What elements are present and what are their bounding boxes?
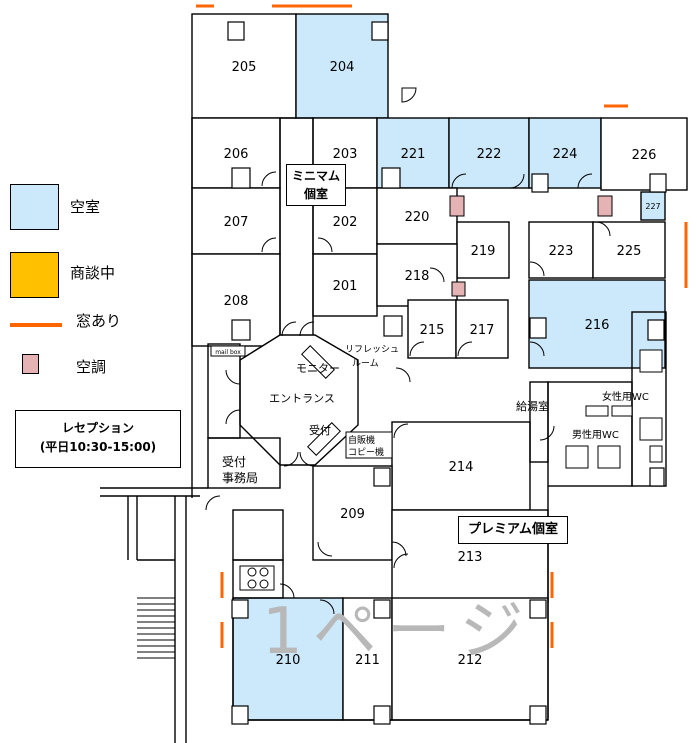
room-label-207: 207 <box>224 215 249 230</box>
legend-vacant-label: 空室 <box>70 198 101 216</box>
room-label-212: 212 <box>458 653 483 668</box>
room-label-213: 213 <box>458 550 483 565</box>
room-label-203: 203 <box>333 147 358 162</box>
mailbox <box>210 345 246 357</box>
legend-negotiating-label: 商談中 <box>70 264 116 282</box>
room-226 <box>600 117 688 191</box>
legend-window-label: 窓あり <box>76 312 122 330</box>
refresh-label-1: リフレッシュ <box>345 345 399 355</box>
room-219 <box>456 221 510 279</box>
vending-box <box>345 431 393 459</box>
reception-sign: レセプション (平日10:30-15:00) <box>15 410 181 468</box>
minimum-room-sign: ミニマム 個室 <box>286 164 346 206</box>
vending-label-1: 自販機 <box>348 434 375 446</box>
room-label-226: 226 <box>632 148 657 163</box>
pillars <box>227 21 667 725</box>
premium-room-sign: プレミアム個室 <box>458 516 568 544</box>
reception-desk-label: 受付 <box>309 424 331 437</box>
room-217 <box>455 299 509 359</box>
minimum-sign-line1: ミニマム <box>291 169 340 183</box>
room-label-221: 221 <box>401 147 426 162</box>
room-212 <box>391 597 549 721</box>
toilet-fixtures <box>565 349 663 469</box>
mens-wc-label: 男性用WC <box>572 428 619 441</box>
reception-sign-hours: (平日10:30-15:00) <box>39 440 157 454</box>
windows <box>196 4 688 648</box>
room-label-205: 205 <box>232 60 257 75</box>
monitor-desk <box>301 345 335 379</box>
entrance-label: エントランス <box>269 392 335 405</box>
monitor-label: モニター <box>296 362 340 375</box>
room-label-222: 222 <box>477 147 502 162</box>
legend-window-swatch <box>10 323 62 327</box>
room-label-211: 211 <box>355 653 380 668</box>
legend-aircon-label: 空調 <box>76 358 107 376</box>
room-label-227: 227 <box>645 202 660 211</box>
reception-sign-title: レセプション <box>61 421 134 435</box>
room-label-204: 204 <box>330 60 355 75</box>
room-label-202: 202 <box>333 215 358 230</box>
office-label-2: 事務局 <box>222 471 258 485</box>
room-label-220: 220 <box>405 210 430 225</box>
room-label-216: 216 <box>585 318 610 333</box>
mailbox-label: mail box <box>215 349 241 356</box>
room-label-224: 224 <box>553 147 578 162</box>
minimum-sign-line2: 個室 <box>303 187 328 201</box>
aircon-units <box>449 195 613 297</box>
room-214 <box>391 421 531 511</box>
room-label-210: 210 <box>276 653 301 668</box>
office-label-1: 受付 <box>222 455 246 469</box>
refresh-label-2: ルーム <box>352 358 379 369</box>
room-227 <box>640 191 666 221</box>
room-215 <box>407 299 457 359</box>
room-label-223: 223 <box>549 244 574 259</box>
womens-wc-label: 女性用WC <box>602 390 649 403</box>
room-label-219: 219 <box>471 244 496 259</box>
reception-desk <box>307 422 341 456</box>
room-label-206: 206 <box>224 147 249 162</box>
room-label-218: 218 <box>405 269 430 284</box>
meeting-table <box>239 565 275 591</box>
room-label-214: 214 <box>449 460 474 475</box>
room-label-208: 208 <box>224 294 249 309</box>
room-label-225: 225 <box>617 244 642 259</box>
room-225 <box>592 221 666 279</box>
legend-negotiating-swatch <box>10 252 59 298</box>
legend-vacant-swatch <box>10 184 59 230</box>
room-label-201: 201 <box>333 279 358 294</box>
room-label-209: 209 <box>340 507 365 522</box>
page-watermark: 1ページ <box>262 595 534 669</box>
vending-label-2: コピー機 <box>348 446 384 458</box>
room-label-217: 217 <box>470 323 495 338</box>
room-label-215: 215 <box>420 323 445 338</box>
room-218 <box>376 243 458 307</box>
legend-aircon-swatch <box>22 354 39 374</box>
kitchen-label: 給湯室 <box>516 399 549 413</box>
room-223 <box>528 221 594 279</box>
